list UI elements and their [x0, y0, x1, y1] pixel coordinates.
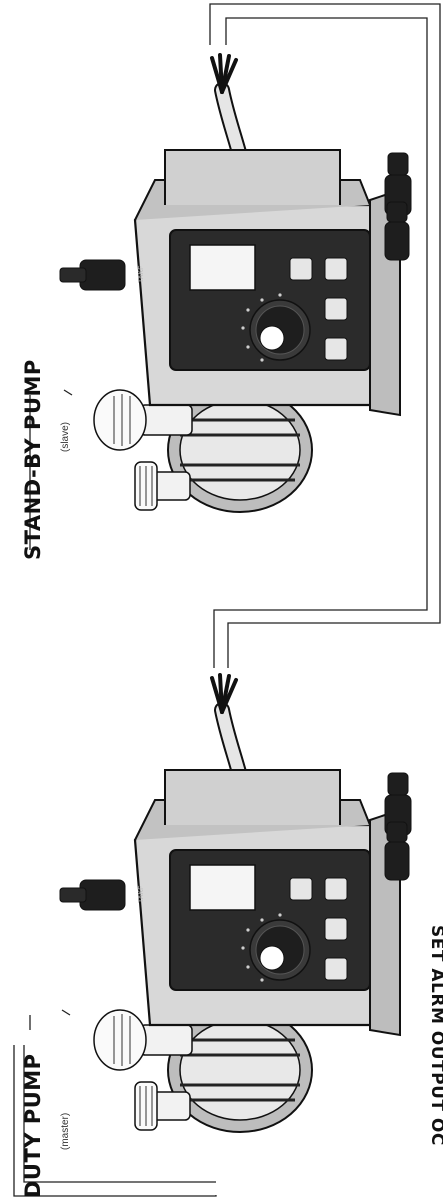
duty-subtitle: (master)	[60, 1113, 71, 1150]
panel-brand-duty: TAKF	[138, 886, 145, 903]
standby-pump	[60, 150, 411, 512]
standby-label: STAND-BY PUMP (slave)	[21, 359, 71, 560]
alarm-output-label: SET ALRM OUTPUT OC	[427, 925, 443, 1146]
duty-leader-line	[30, 1010, 70, 1030]
standby-subtitle: (slave)	[60, 422, 71, 452]
standby-title: STAND-BY PUMP	[21, 359, 45, 560]
duty-pump	[60, 770, 411, 1132]
panel-brand-standby: TAKF	[138, 266, 145, 283]
duty-label: DUTY PUMP (master)	[21, 1053, 71, 1198]
alarm-label: SET ALRM OUTPUT OC	[427, 925, 443, 1146]
duty-title: DUTY PUMP	[21, 1053, 45, 1198]
